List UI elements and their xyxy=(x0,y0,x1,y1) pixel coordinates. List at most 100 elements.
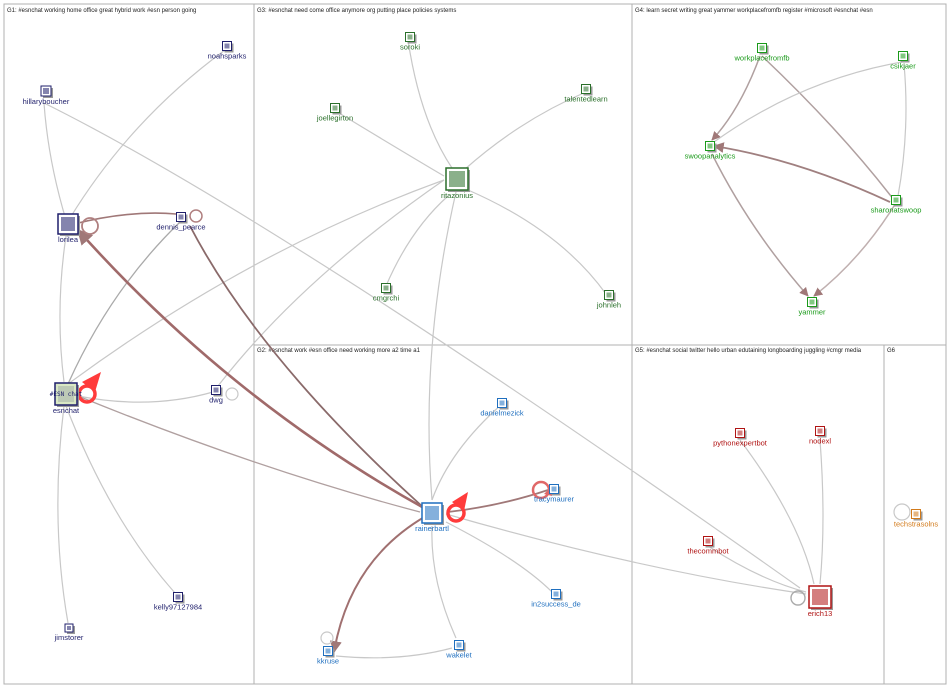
edge xyxy=(711,55,761,141)
edge xyxy=(385,195,449,287)
node-workplacefromfb[interactable]: workplacefromfb xyxy=(733,43,790,63)
node-dennis_pearce[interactable]: dennis_pearce xyxy=(156,212,206,232)
node-label: joellegirton xyxy=(316,114,353,123)
node-yammer[interactable]: yammer xyxy=(798,297,826,317)
self-loop xyxy=(790,590,806,606)
avatar-image xyxy=(325,648,331,654)
node-label: lorilea xyxy=(58,235,79,244)
edge xyxy=(713,61,903,143)
node-danielmezick[interactable]: danielmezick xyxy=(480,398,524,418)
edge xyxy=(67,179,445,385)
edge xyxy=(445,521,553,593)
node-swoopanalytics[interactable]: swoopanalytics xyxy=(685,141,736,161)
node-lorilea[interactable]: lorilea xyxy=(57,213,80,244)
edge xyxy=(77,395,421,513)
node-tracymaurer[interactable]: tracymaurer xyxy=(534,484,575,504)
avatar-image xyxy=(583,86,589,92)
avatar-image xyxy=(332,105,338,111)
avatar-image xyxy=(224,43,230,49)
edge xyxy=(43,102,801,589)
node-noahsparks[interactable]: noahsparks xyxy=(208,41,247,61)
node-label: thecommbot xyxy=(687,547,729,556)
node-label: johnleh xyxy=(596,301,621,310)
node-wakelet[interactable]: wakelet xyxy=(445,640,473,660)
node-kelly97127984[interactable]: kelly97127984 xyxy=(154,592,202,612)
node-label: wakelet xyxy=(445,651,472,660)
self-loop xyxy=(225,387,239,401)
node-jimstorer[interactable]: jimstorer xyxy=(54,623,84,642)
avatar-image xyxy=(606,292,612,298)
avatar-image xyxy=(178,214,184,220)
node-pythonexpertbot[interactable]: pythonexpertbot xyxy=(713,428,768,448)
self-loop xyxy=(320,631,334,645)
group-panels xyxy=(3,3,947,685)
avatar-image xyxy=(893,197,899,203)
node-rainerbartl[interactable]: rainerbartl xyxy=(415,502,449,533)
node-soroki[interactable]: soroki xyxy=(400,32,420,52)
node-nodexl[interactable]: nodexl xyxy=(809,426,831,446)
avatar-image xyxy=(407,34,413,40)
group-panel-g6 xyxy=(883,344,947,685)
group-title-g4: G4: learn secret writing great yammer wo… xyxy=(635,8,873,14)
node-cmgrchi[interactable]: cmgrchi xyxy=(373,283,400,303)
node-ritazonius[interactable]: ritazonius xyxy=(441,167,473,200)
avatar-image xyxy=(67,626,71,630)
self-loop xyxy=(189,209,203,223)
avatar-image xyxy=(707,143,713,149)
edge xyxy=(445,513,807,595)
node-hillaryboucher[interactable]: hillaryboucher xyxy=(23,85,70,106)
edge xyxy=(65,405,176,594)
edge xyxy=(739,439,815,585)
group-title-g2: G2: #esnchat work #esn office need worki… xyxy=(257,348,421,354)
node-talentedlearn[interactable]: talentedlearn xyxy=(564,84,608,104)
node-csikjaer[interactable]: csikjaer xyxy=(890,51,916,71)
node-erich13[interactable]: erich13 xyxy=(808,585,833,618)
node-label: sharonatswoop xyxy=(871,206,922,215)
node-label: cmgrchi xyxy=(373,294,400,303)
node-label: talentedlearn xyxy=(564,95,607,104)
group-title-g5: G5: #esnchat social twitter hello urban … xyxy=(635,348,862,354)
node-in2success_de[interactable]: in2success_de xyxy=(531,589,581,609)
edge xyxy=(189,225,425,509)
node-label: techstrasolns xyxy=(894,520,938,529)
node-label: kelly97127984 xyxy=(154,603,202,612)
node-kkruse[interactable]: kkruse xyxy=(317,646,339,666)
edge xyxy=(73,212,177,225)
node-label: yammer xyxy=(798,308,826,317)
node-label: csikjaer xyxy=(890,62,916,71)
node-label: rainerbartl xyxy=(415,524,449,533)
avatar-image xyxy=(43,88,49,94)
avatar-image xyxy=(61,217,75,231)
edge xyxy=(67,221,181,385)
edge xyxy=(813,205,895,297)
node-joellegirton[interactable]: joellegirton xyxy=(316,103,353,123)
avatar-image xyxy=(213,387,219,393)
avatar-image xyxy=(499,400,505,406)
avatar-image xyxy=(705,538,711,544)
nodes: noahsparks hillaryboucher lorilea dennis_pe… xyxy=(23,32,938,666)
edge xyxy=(76,228,425,510)
node-thecommbot[interactable]: thecommbot xyxy=(687,536,730,556)
avatar-image xyxy=(551,486,557,492)
node-label: tracymaurer xyxy=(534,495,575,504)
edge xyxy=(463,91,587,171)
group-panel-g1 xyxy=(3,3,255,685)
node-dwg[interactable]: dwg xyxy=(209,385,223,405)
node-johnleh[interactable]: johnleh xyxy=(596,290,621,310)
avatar-image xyxy=(553,591,559,597)
node-sharonatswoop[interactable]: sharonatswoop xyxy=(871,195,922,215)
edge xyxy=(467,189,607,295)
esn-chat-logo-icon xyxy=(54,382,78,406)
group-panel-g5 xyxy=(631,344,885,685)
avatar-image xyxy=(456,642,462,648)
avatar-image xyxy=(58,386,74,402)
avatar-image xyxy=(913,511,919,517)
node-techstrasolns[interactable]: techstrasolns xyxy=(894,509,938,529)
avatar-image xyxy=(900,53,906,59)
arrowhead-highlight xyxy=(452,492,468,511)
edge xyxy=(712,142,891,203)
node-label: nodexl xyxy=(809,437,831,446)
edge xyxy=(57,405,69,624)
edge xyxy=(77,391,214,403)
